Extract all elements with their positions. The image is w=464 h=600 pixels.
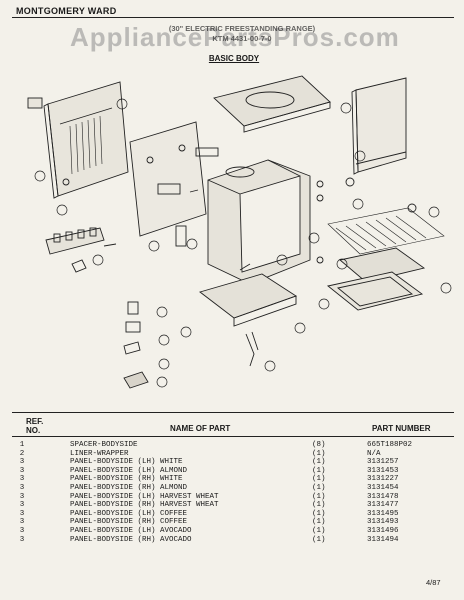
part-name-cell: PANEL-BODYSIDE (RH) HARVEST WHEAT [70,501,219,510]
col-ref-header-line-1: REF. [26,417,44,426]
part-number-cell: 3131493 [367,518,399,527]
ref-cell: 3 [19,492,25,501]
part-name-cell: SPACER-BODYSIDE [70,441,138,449]
brand-name: MONTGOMERY WARD [16,6,117,16]
table-row: 3 PANEL-BODYSIDE (LH) ALMOND (1) 3131453 [12,467,454,475]
table-row: 3 PANEL-BODYSIDE (RH) WHITE (1) 3131227 [12,475,454,483]
table-row: 1 SPACER-BODYSIDE (8) 665T188P02 [12,441,454,449]
part-number-cell: 3131478 [367,492,399,501]
part-name-cell: PANEL-BODYSIDE (LH) WHITE [70,458,183,467]
back-panel-drawing [129,121,207,237]
table-row: 3 PANEL-BODYSIDE (LH) WHITE (1) 3131257 [12,458,454,466]
ref-cell: 3 [19,484,25,492]
quantity-cell: (1) [312,492,326,501]
part-name-cell: PANEL-BODYSIDE (RH) WHITE [70,475,183,484]
part-name-cell: PANEL-BODYSIDE (LH) ALMOND [70,466,188,475]
terminal-block-drawing [45,227,117,273]
table-row: 3 PANEL-BODYSIDE (RH) HARVEST WHEAT (1) 313… [12,501,454,509]
part-name-cell: PANEL-BODYSIDE (LH) COFFEE [70,509,188,518]
section-title: BASIC BODY [208,54,260,63]
oven-body-drawing [175,159,417,285]
table-row: 3 PANEL-BODYSIDE (RH) COFFEE (1) 3131493 [12,518,454,526]
table-row: 3 PANEL-BODYSIDE (RH) AVOCADO (1) 3131494 [12,536,454,544]
quantity-cell: (1) [312,535,326,544]
part-number-cell: 3131496 [367,527,399,535]
revision-date: 4/87 [426,578,441,587]
table-row: 3 PANEL-BODYSIDE (LH) COFFEE (1) 3131495 [12,510,454,518]
part-number-cell: 3131495 [367,509,399,518]
col-ref-header-line-2: NO. [26,426,41,435]
drawer-drawing [199,263,298,327]
quantity-cell: (8) [312,441,326,449]
quantity-cell: (1) [312,527,326,535]
part-name-cell: PANEL-BODYSIDE (RH) ALMOND [70,484,188,492]
part-number-cell: 3131453 [367,466,399,475]
part-name-cell: LINER-WRAPPER [70,449,129,458]
part-number-cell: 3131494 [367,535,399,544]
part-name-cell: PANEL-BODYSIDE (RH) AVOCADO [70,535,192,544]
quantity-cell: (1) [312,475,326,484]
quantity-cell: (1) [312,466,326,475]
hardware-parts-drawing [123,301,259,389]
watermark: AppliancePartsPros.com [70,22,400,52]
exploded-diagram [27,75,452,389]
table-row: 2 LINER-WRAPPER (1) N/A [12,450,454,458]
subtitle-line-2: KTM 4431-00-7-0 [212,34,272,43]
part-number-cell: 3131477 [367,501,399,510]
quantity-cell: (1) [312,484,326,492]
part-number-cell: N/A [367,449,381,458]
table-row: 3 PANEL-BODYSIDE (LH) AVOCADO (1) 3131496 [12,527,454,535]
quantity-cell: (1) [312,501,326,510]
part-name-cell: PANEL-BODYSIDE (LH) AVOCADO [70,527,192,535]
ref-cell: 3 [19,527,25,535]
part-number-cell: 3131454 [367,484,399,492]
ref-cell: 3 [19,518,25,527]
ref-cell: 3 [19,458,25,467]
table-header-rule [12,436,454,437]
side-panel-left-drawing [27,81,129,199]
table-top-rule [12,412,454,413]
part-number-cell: 3131227 [367,475,399,484]
part-number-cell: 665T188P02 [367,441,413,449]
side-panel-right-drawing [351,77,407,175]
part-number-cell: 3131257 [367,458,399,467]
ref-cell: 3 [19,501,25,510]
model-subtitle: (30" ELECTRIC FREESTANDING RANGE) KTM 44… [122,24,362,44]
part-name-cell: PANEL-BODYSIDE (RH) COFFEE [70,518,188,527]
part-name-cell: PANEL-BODYSIDE (LH) HARVEST WHEAT [70,492,219,501]
broiler-pan-drawing [316,247,426,311]
quantity-cell: (1) [312,518,326,527]
ref-cell: 3 [19,509,25,518]
quantity-cell: (1) [312,449,326,458]
ref-cell: 3 [19,535,25,544]
quantity-cell: (1) [312,509,326,518]
col-name-header: NAME OF PART [170,424,231,433]
oven-rack-drawing [327,207,445,255]
callout-balloons [34,98,452,388]
col-ref-header: REF. NO. [26,417,43,435]
ref-cell: 2 [19,449,25,458]
ref-cell: 3 [19,475,25,484]
subtitle-line-1: (30" ELECTRIC FREESTANDING RANGE) [168,24,316,33]
ref-cell: 3 [19,466,25,475]
cooktop-drawing [195,75,331,157]
table-row: 3 PANEL-BODYSIDE (RH) ALMOND (1) 3131454 [12,484,454,492]
table-row: 3 PANEL-BODYSIDE (LH) HARVEST WHEAT (1) 313… [12,493,454,501]
ref-cell: 1 [19,441,25,449]
quantity-cell: (1) [312,458,326,467]
col-part-header: PART NUMBER [372,424,431,433]
header-rule [12,17,454,18]
